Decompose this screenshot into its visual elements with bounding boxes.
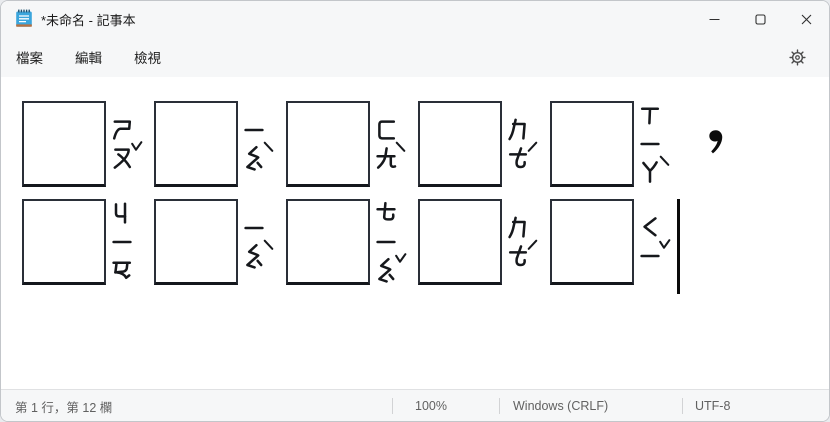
menu-file[interactable]: 檔案 bbox=[7, 40, 52, 74]
char-cell[interactable] bbox=[550, 199, 682, 285]
missing-glyph-box bbox=[286, 199, 370, 285]
char-cell[interactable] bbox=[154, 199, 286, 285]
zhuyin-ruby bbox=[506, 116, 538, 172]
char-cell[interactable] bbox=[154, 101, 286, 187]
menu-file-label: 檔案 bbox=[16, 51, 43, 66]
zoom-level: 100% bbox=[415, 399, 447, 413]
tone-mark bbox=[263, 141, 274, 152]
bopomofo-symbol bbox=[640, 142, 660, 146]
missing-glyph-box bbox=[550, 199, 634, 285]
missing-glyph-box bbox=[22, 101, 106, 187]
status-bar: 第 1 行，第 12 欄 100% Windows (CRLF) UTF-8 bbox=[1, 389, 829, 421]
char-cell[interactable] bbox=[286, 199, 418, 285]
zhuyin-ruby bbox=[110, 116, 143, 172]
missing-glyph-box bbox=[154, 101, 238, 187]
bopomofo-symbol bbox=[508, 245, 528, 267]
missing-glyph-box bbox=[286, 101, 370, 187]
bopomofo-symbol bbox=[246, 243, 263, 269]
missing-glyph-box bbox=[418, 101, 502, 187]
bopomofo-symbol bbox=[640, 107, 660, 125]
bopomofo-symbol bbox=[244, 226, 264, 230]
text-area[interactable] bbox=[1, 77, 829, 389]
char-cell[interactable] bbox=[286, 101, 418, 187]
bopomofo-symbol bbox=[378, 257, 395, 283]
zhuyin-ruby bbox=[242, 116, 274, 172]
zhuyin-ruby bbox=[242, 214, 274, 270]
minimize-button[interactable] bbox=[691, 2, 737, 37]
bopomofo-symbol bbox=[643, 217, 657, 237]
bopomofo-symbol bbox=[376, 201, 396, 221]
bopomofo-symbol bbox=[508, 216, 526, 239]
text-line bbox=[22, 101, 829, 199]
tone-mark bbox=[131, 141, 143, 151]
notepad-icon bbox=[15, 9, 33, 29]
line-ending: Windows (CRLF) bbox=[513, 399, 609, 413]
bopomofo-symbol bbox=[376, 147, 397, 169]
missing-glyph-box bbox=[418, 199, 502, 285]
bopomofo-symbol bbox=[642, 161, 658, 183]
close-button[interactable] bbox=[783, 2, 829, 37]
settings-button[interactable] bbox=[779, 41, 815, 73]
tone-mark bbox=[395, 253, 407, 263]
zhuyin-ruby bbox=[506, 214, 538, 270]
punctuation-comma[interactable] bbox=[682, 101, 814, 187]
minimize-icon bbox=[709, 18, 719, 20]
missing-glyph-box bbox=[550, 101, 634, 187]
bopomofo-symbol bbox=[112, 240, 132, 244]
zhuyin-ruby bbox=[374, 116, 406, 172]
zhuyin-ruby bbox=[374, 200, 407, 284]
bopomofo-symbol bbox=[244, 128, 264, 132]
status-separator bbox=[392, 398, 393, 414]
text-line bbox=[22, 199, 829, 297]
zhuyin-ruby bbox=[638, 214, 671, 270]
tone-mark bbox=[659, 239, 671, 249]
tone-mark bbox=[527, 239, 538, 250]
bopomofo-symbol bbox=[376, 240, 396, 244]
menu-view-label: 檢視 bbox=[134, 51, 161, 66]
bopomofo-symbol bbox=[378, 120, 396, 140]
bopomofo-symbol bbox=[246, 145, 263, 171]
bopomofo-symbol bbox=[640, 254, 660, 258]
window-title: *未命名 - 記事本 bbox=[41, 12, 136, 28]
text-caret bbox=[677, 199, 680, 294]
maximize-button[interactable] bbox=[737, 2, 783, 37]
gear-icon bbox=[788, 48, 806, 66]
tone-mark bbox=[395, 141, 406, 152]
menu-view[interactable]: 檢視 bbox=[125, 40, 170, 74]
encoding: UTF-8 bbox=[695, 399, 731, 413]
bopomofo-symbol bbox=[508, 147, 528, 169]
menu-edit[interactable]: 編輯 bbox=[66, 40, 111, 74]
bopomofo-symbol bbox=[114, 202, 127, 224]
close-icon bbox=[801, 14, 811, 24]
char-cell[interactable] bbox=[550, 101, 682, 187]
status-separator bbox=[499, 398, 500, 414]
menu-bar: 檔案 編輯 檢視 bbox=[1, 37, 829, 77]
missing-glyph-box bbox=[22, 199, 106, 285]
tone-mark bbox=[527, 141, 538, 152]
missing-glyph-box bbox=[154, 199, 238, 285]
cursor-position: 第 1 行，第 12 欄 bbox=[15, 400, 113, 415]
zhuyin-ruby bbox=[110, 200, 136, 284]
char-cell[interactable] bbox=[418, 101, 550, 187]
bopomofo-symbol bbox=[508, 118, 526, 141]
menu-edit-label: 編輯 bbox=[75, 51, 102, 66]
char-cell[interactable] bbox=[418, 199, 550, 285]
status-separator bbox=[682, 398, 683, 414]
zhuyin-ruby bbox=[638, 102, 670, 186]
bopomofo-symbol bbox=[113, 148, 132, 169]
bopomofo-symbol bbox=[112, 120, 132, 140]
tone-mark bbox=[263, 239, 274, 250]
tone-mark bbox=[659, 155, 670, 166]
maximize-icon bbox=[754, 13, 766, 25]
bopomofo-symbol bbox=[112, 261, 132, 280]
title-bar[interactable]: *未命名 - 記事本 bbox=[1, 1, 829, 37]
char-cell[interactable] bbox=[22, 199, 154, 285]
char-cell[interactable] bbox=[22, 101, 154, 187]
comma-glyph bbox=[709, 130, 723, 154]
